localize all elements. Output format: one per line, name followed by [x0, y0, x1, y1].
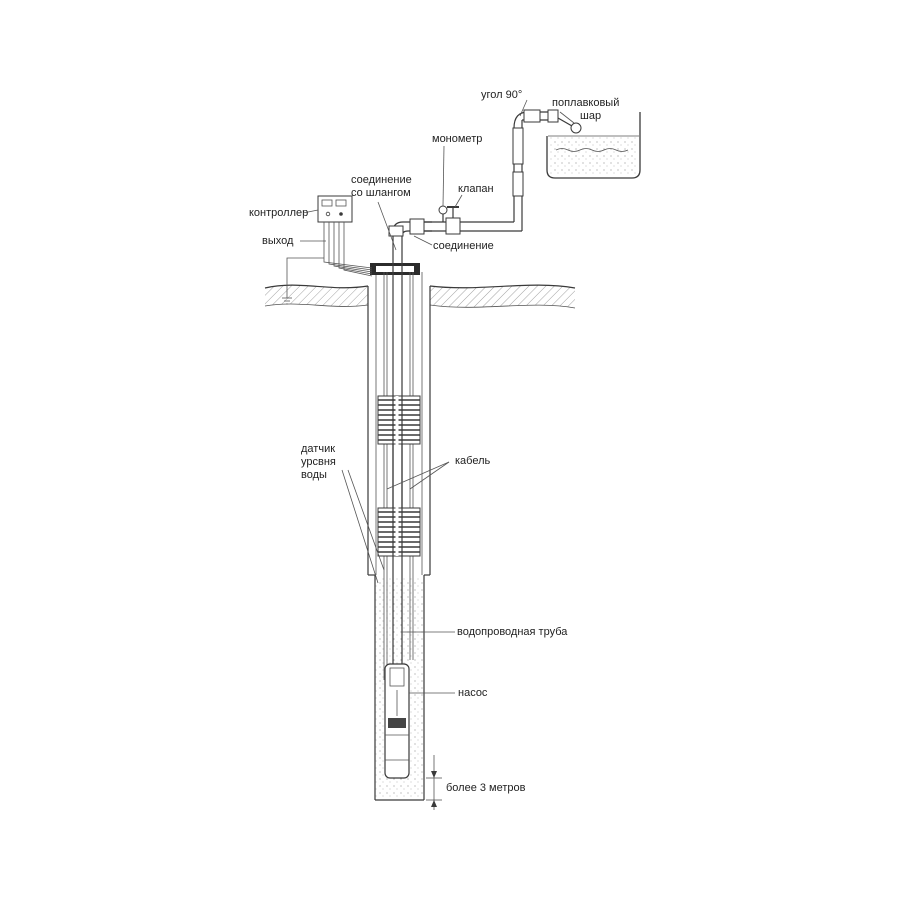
surface-plumbing [388, 109, 582, 262]
depth-dimension [426, 755, 442, 810]
label-float-ball-line2: шар [580, 110, 602, 122]
well-head [370, 263, 420, 275]
label-hose-connection-line2: со шлангом [351, 187, 411, 199]
label-water-sensor-line2: урсвня [301, 456, 336, 468]
label-hose-connection-line1: соединение [351, 174, 412, 186]
cable-clamps [377, 395, 421, 557]
label-water-pipe: водопроводная труба [457, 626, 568, 638]
ground [264, 284, 576, 309]
label-angle-90: угол 90° [481, 89, 523, 101]
label-pump: насос [458, 687, 488, 699]
label-manometer: монометр [432, 133, 483, 145]
pump [384, 663, 410, 779]
water-tank [546, 112, 641, 179]
label-controller: контроллер [249, 207, 309, 219]
label-output: выход [262, 235, 294, 247]
label-more-than-3m: более 3 метров [446, 782, 526, 794]
controller [282, 195, 373, 305]
label-valve: клапан [458, 183, 494, 195]
leader-lines [300, 99, 575, 694]
label-water-sensor-line3: воды [301, 469, 327, 481]
label-connection: соединение [433, 240, 494, 252]
label-water-sensor-line1: датчик [301, 443, 336, 455]
label-cable: кабель [455, 455, 491, 467]
label-float-ball-line1: поплавковый [552, 97, 620, 109]
